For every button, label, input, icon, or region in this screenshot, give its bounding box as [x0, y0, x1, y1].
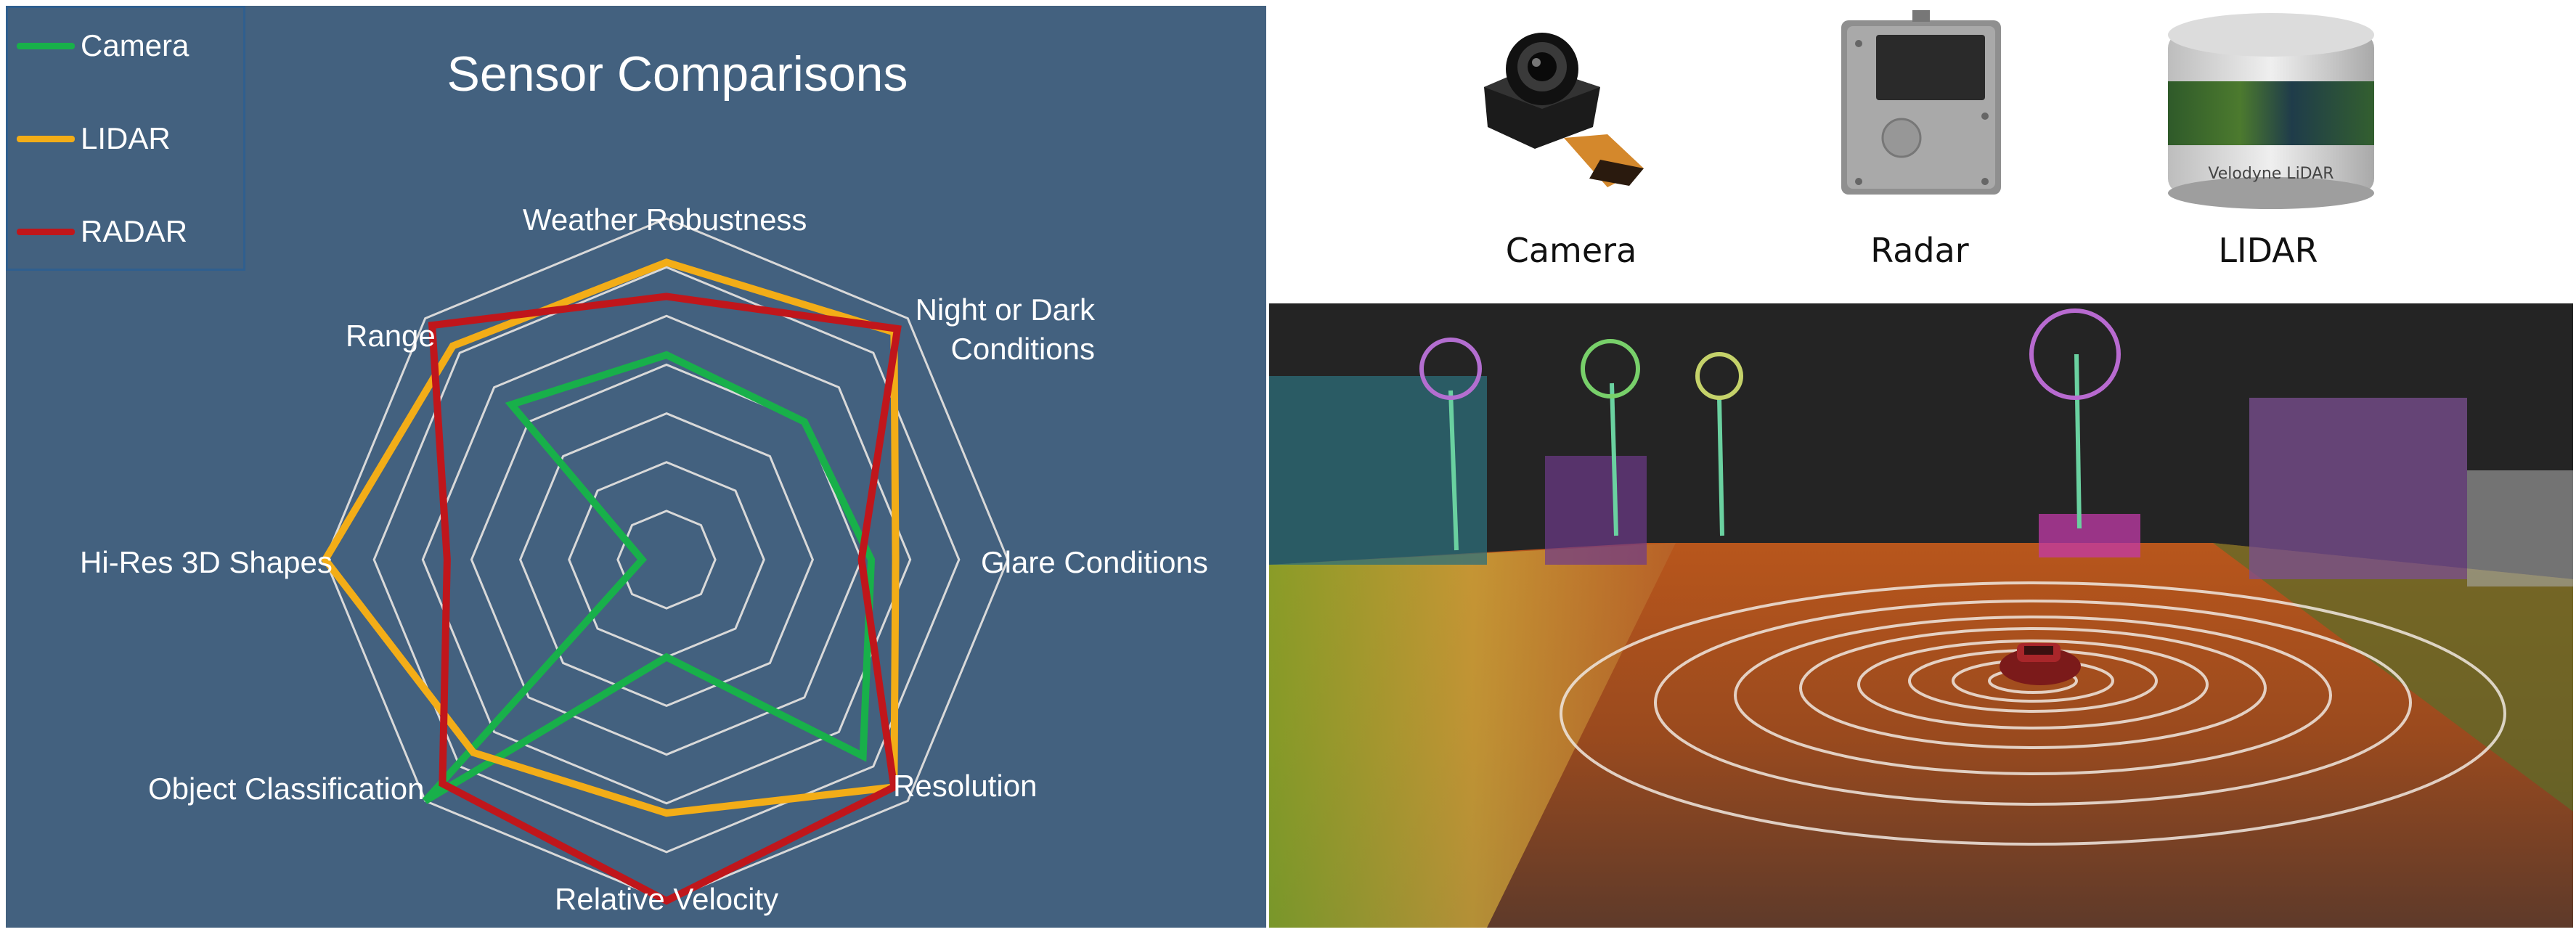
sensor-card-radar: Radar: [1774, 0, 2065, 299]
sensor-label-camera: Camera: [1505, 231, 1637, 270]
axis-label-range: Range: [346, 319, 436, 353]
axis-label-object-classification: Object Classification: [148, 772, 425, 806]
axis-label-relative-velocity: Relative Velocity: [555, 882, 779, 916]
sensor-gallery: Camera Radar: [1266, 0, 2576, 299]
axis-label-hi-res-3d: Hi-Res 3D Shapes: [80, 545, 333, 579]
sensor-label-radar: Radar: [1870, 231, 1969, 270]
legend-item-lidar: LIDAR: [17, 117, 171, 160]
legend-label-lidar: LIDAR: [81, 121, 171, 155]
axis-label-resolution: Resolution: [893, 769, 1038, 803]
lidar-icon: Velodyne LiDAR: [2168, 13, 2374, 209]
legend-item-camera: Camera: [17, 24, 189, 68]
legend-swatch-lidar: [17, 135, 75, 142]
radar-ring-2: [568, 461, 765, 658]
radar-ring-5: [421, 314, 912, 805]
axis-label-night-dark: Night or Dark Conditions: [884, 290, 1095, 369]
sensor-comparison-chart: Camera LIDAR RADAR Sensor Comparisons We…: [6, 6, 1266, 928]
axis-label-night-dark-text: Night or Dark Conditions: [915, 293, 1095, 366]
lidar-point-cloud-image: [1269, 303, 2573, 928]
radar-ring-3: [518, 412, 815, 708]
camera-icon: [1484, 33, 1644, 187]
axis-label-glare: Glare Conditions: [981, 545, 1208, 579]
chart-legend: Camera LIDAR RADAR: [6, 6, 245, 271]
lidar-brand-text: Velodyne LiDAR: [2208, 165, 2334, 183]
axis-label-weather-robustness: Weather Robustness: [523, 203, 807, 237]
sensor-card-camera: Camera: [1426, 0, 1716, 299]
chart-title: Sensor Comparisons: [447, 46, 908, 102]
radar-ring-6: [372, 266, 961, 854]
legend-swatch-camera: [17, 42, 75, 49]
sensor-card-lidar: Velodyne LiDAR LIDAR: [2123, 0, 2413, 299]
radar-series: [320, 258, 902, 905]
sensor-label-lidar: LIDAR: [2218, 231, 2318, 270]
radar-ring-1: [616, 510, 717, 610]
point-cloud-render: [1269, 303, 2573, 928]
radar-icon: [1841, 10, 2001, 195]
vehicle-icon: [2000, 643, 2081, 685]
legend-label-radar: RADAR: [81, 214, 188, 248]
legend-item-radar: RADAR: [17, 210, 187, 253]
radar-chart: [320, 217, 1009, 905]
legend-label-camera: Camera: [81, 28, 189, 62]
legend-swatch-radar: [17, 228, 75, 235]
palm-tree-1: [1419, 338, 1482, 551]
